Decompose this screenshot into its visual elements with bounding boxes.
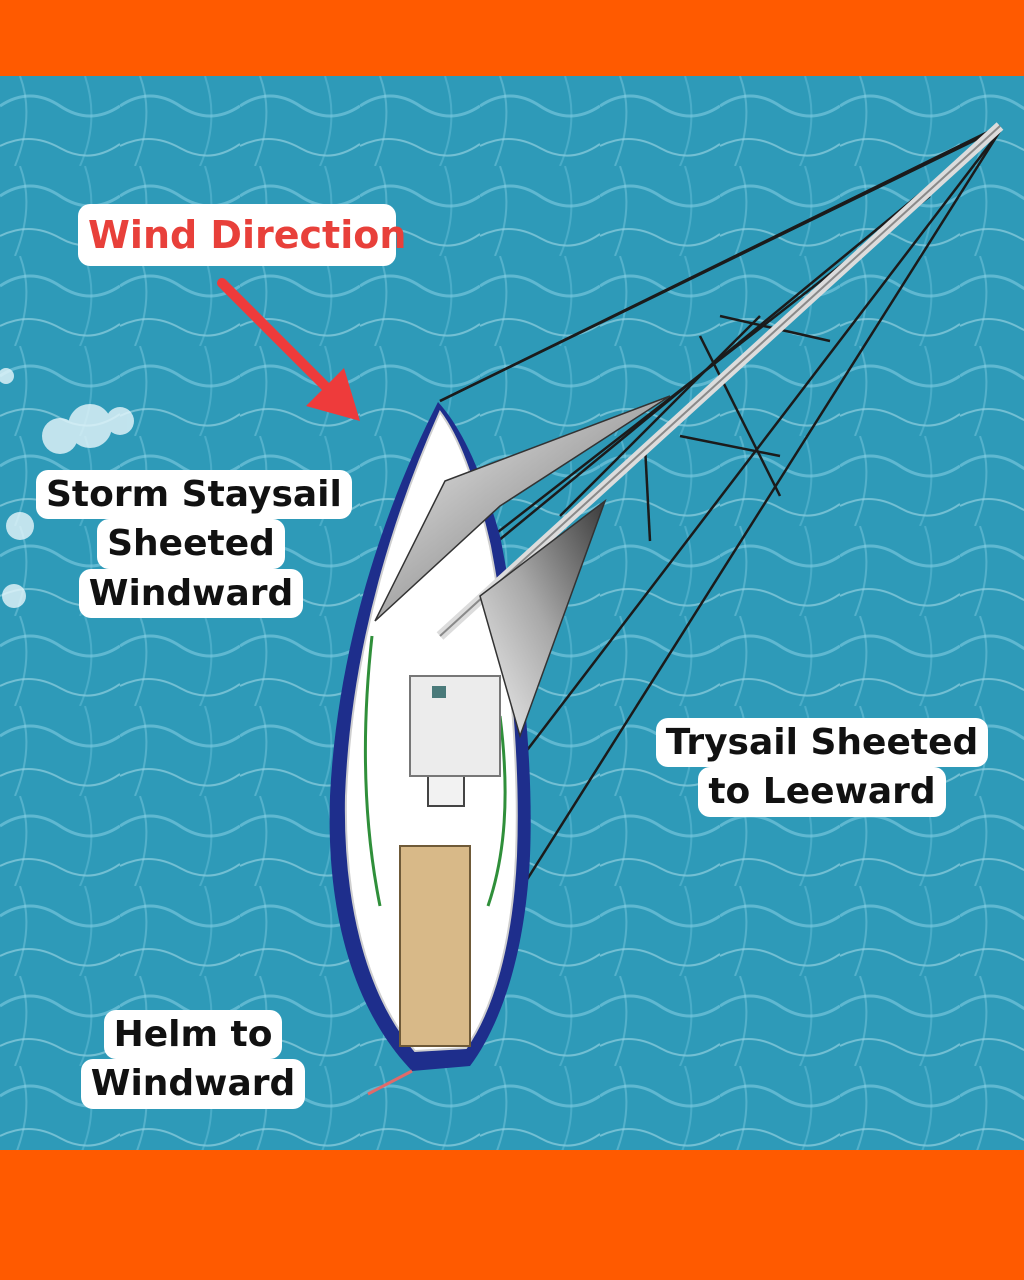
top-orange-band [0, 0, 1024, 76]
storm-staysail-line-1: Storm Staysail [36, 470, 352, 519]
trysail-line-1: Trysail Sheeted [656, 718, 989, 767]
trysail-line-2: to Leeward [698, 767, 945, 816]
wind-direction-text: Wind Direction [88, 206, 386, 264]
window-1 [432, 686, 446, 698]
bottom-orange-band [0, 1150, 1024, 1280]
trysail-label: Trysail Sheeted to Leeward [652, 718, 992, 817]
helm-label: Helm to Windward [80, 1010, 306, 1109]
cockpit [400, 846, 470, 1046]
storm-staysail-line-3: Windward [79, 569, 304, 618]
wind-direction-label: Wind Direction [78, 204, 396, 266]
cabin-top [410, 676, 500, 776]
helm-line-2: Windward [81, 1059, 306, 1108]
helm-line-1: Helm to [104, 1010, 283, 1059]
storm-staysail-line-2: Sheeted [97, 519, 285, 568]
storm-staysail-label: Storm Staysail Sheeted Windward [36, 470, 346, 618]
